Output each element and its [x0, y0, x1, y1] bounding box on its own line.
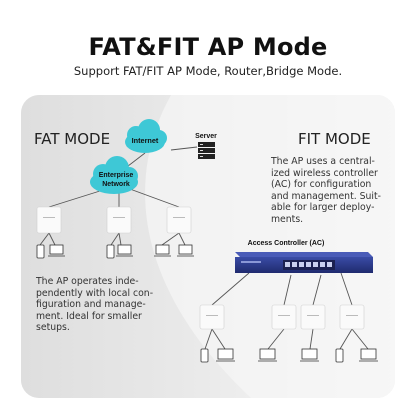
phone-icon [200, 348, 209, 363]
laptop-icon [360, 348, 377, 360]
enterprise-network-cloud: Enterprise Network [90, 156, 138, 194]
access-controller-label: Access Controller (AC) [248, 240, 325, 247]
fit-access-point-2 [271, 304, 297, 330]
fit-client-devices [200, 348, 378, 363]
fat-access-point-1 [36, 206, 62, 234]
fat-desc-line: setups. [36, 322, 70, 334]
fit-desc-line: ments. [271, 213, 304, 225]
phone-icon [106, 244, 115, 259]
network-diagram: Internet Server Enterprise Network [21, 95, 395, 398]
laptop-icon [178, 244, 193, 255]
fit-desc-line: able for larger deploy- [271, 202, 375, 214]
phone-icon [335, 348, 344, 363]
fat-access-point-3 [166, 206, 192, 234]
enterprise-label-line1: Enterprise [99, 172, 134, 179]
fit-connection-lines [204, 272, 369, 350]
fat-desc-line: ment. Ideal for smaller [36, 310, 142, 322]
fit-mode-title: FIT MODE [298, 130, 371, 148]
server-icon: Server [195, 133, 217, 159]
laptop-icon [117, 244, 132, 255]
enterprise-label-line2: Network [102, 181, 130, 188]
internet-label: Internet [132, 136, 159, 145]
server-label: Server [195, 133, 217, 140]
laptop-icon [217, 348, 234, 360]
mode-comparison-panel: Internet Server Enterprise Network [21, 95, 395, 398]
fat-client-devices [36, 244, 194, 259]
fit-desc-line: (AC) for configuration [271, 179, 372, 191]
fat-access-point-2 [106, 206, 132, 234]
page-title: FAT&FIT AP Mode [88, 33, 328, 61]
internet-cloud: Internet [125, 119, 167, 153]
fat-mode-title: FAT MODE [34, 130, 111, 148]
fit-desc-line: The AP uses a central- [271, 156, 375, 167]
fat-desc-line: The AP operates inde- [36, 276, 139, 287]
fat-desc-line: figuration and manage- [36, 299, 146, 311]
fit-access-point-1 [199, 304, 225, 330]
fit-mode-description: The AP uses a central- ized wireless con… [271, 156, 381, 226]
laptop-icon [259, 348, 276, 360]
laptop-icon [301, 348, 318, 360]
access-controller-device [235, 252, 373, 273]
laptop-icon [49, 244, 64, 255]
laptop-icon [155, 244, 170, 255]
fit-access-point-3 [300, 304, 326, 330]
phone-icon [36, 244, 45, 259]
fat-mode-description: The AP operates inde- pendently with loc… [36, 276, 153, 334]
fit-desc-line: and management. Suit- [271, 190, 382, 202]
fit-access-point-4 [339, 304, 365, 330]
fit-desc-line: ized wireless controller [271, 167, 378, 179]
page-subtitle: Support FAT/FIT AP Mode, Router,Bridge M… [73, 64, 343, 78]
fat-desc-line: pendently with local con- [36, 287, 154, 299]
